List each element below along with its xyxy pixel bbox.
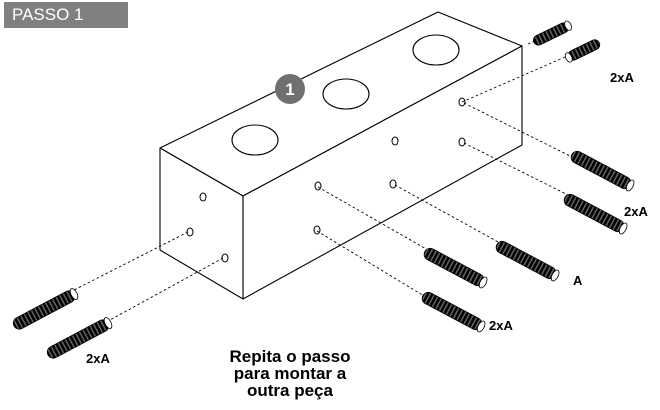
top-hole xyxy=(322,78,370,110)
quantity-label-center-right: A xyxy=(573,273,583,288)
top-hole xyxy=(231,124,279,156)
wood-board xyxy=(159,11,523,300)
dowels xyxy=(12,20,635,359)
dowel xyxy=(533,20,572,46)
dowel-hole xyxy=(199,192,207,202)
instruction-line: para montar a xyxy=(233,364,347,383)
step-badge: PASSO 1 xyxy=(4,2,128,28)
quantity-label-left-bottom: 2xA xyxy=(86,351,110,366)
top-hole xyxy=(412,34,460,66)
instruction-line: Repita o passo xyxy=(229,347,351,366)
dowel xyxy=(570,150,635,192)
dowel-hole xyxy=(391,136,399,146)
top-holes xyxy=(231,34,460,156)
dowel xyxy=(12,288,79,330)
dowel-hole xyxy=(389,179,397,189)
repeat-instruction: Repita o passo para montar a outra peça xyxy=(190,348,390,399)
board-end-face xyxy=(159,147,244,300)
quantity-label-top-right: 2xA xyxy=(610,70,634,85)
callout-number: 1 xyxy=(285,80,294,99)
dowel xyxy=(423,247,488,289)
dowel xyxy=(421,291,486,333)
dowel-hole xyxy=(313,225,321,235)
quantity-label-right-middle: 2xA xyxy=(624,204,648,219)
dowel xyxy=(564,39,601,63)
dowel-hole xyxy=(314,181,322,191)
small-holes xyxy=(186,97,466,263)
dowel-hole xyxy=(458,137,466,147)
dowel-hole xyxy=(186,227,194,237)
dowel-hole xyxy=(221,253,229,263)
dowel xyxy=(46,317,113,359)
instruction-line: outra peça xyxy=(247,381,333,400)
dowel xyxy=(495,240,560,282)
guide-lines xyxy=(73,40,579,321)
dowel xyxy=(563,193,628,235)
quantity-label-center-bottom: 2xA xyxy=(489,318,513,333)
step-callout: 1 xyxy=(275,74,305,104)
